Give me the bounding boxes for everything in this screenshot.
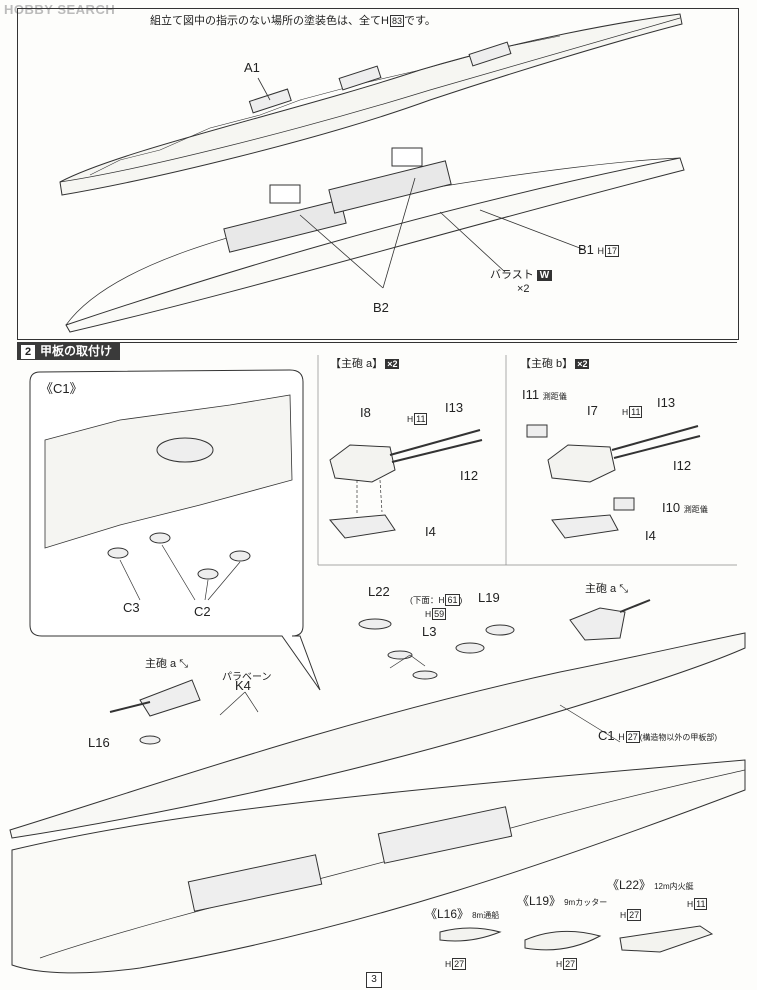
gun-arrow-icon: ⤡ [179,658,189,670]
boat-drawings [439,925,714,953]
step2-frame [17,342,737,983]
turret-b-drawing [526,424,701,539]
label-paravane: パラベーン [222,672,272,683]
hull-a1-drawing [59,13,683,196]
label-turret-a-i12: I12 [460,468,479,483]
gun-arrow-icon: ⤡ [619,583,629,595]
label-turret-a-i13: I13 [445,400,464,415]
label-i10: I10 測距儀 [662,500,708,515]
label-i8: I8 [360,405,371,420]
boat-l19-title: 《L19》 9mカッター [517,894,608,908]
step2-number: 2 [21,345,35,359]
step1-frame [17,8,739,340]
label-l22: L22 [368,584,390,599]
label-turret-b-i12: I12 [673,458,692,473]
page-number: 3 [366,972,382,988]
step2-header: 2 甲板の取付け [17,342,121,360]
hull-lower-drawing [11,759,746,974]
label-l16: L16 [88,735,110,750]
label-turret-b-i4: I4 [645,528,656,543]
turret-a-drawing [329,429,483,539]
label-ballast-qty: ×2 [517,283,530,295]
label-main-gun-a-top: 主砲 a ⤡ [585,583,629,595]
label-b2: B2 [373,300,389,315]
label-c2: C2 [194,604,211,619]
label-i11: I11 測距儀 [522,387,567,402]
inset-c1-title: 《C1》 [40,381,83,396]
boat-l22-title: 《L22》 12m内火艇 [607,878,694,892]
label-l19: L19 [478,590,500,605]
label-turret-a-i4: I4 [425,524,436,539]
turret-a-title: 【主砲 a】×2 [330,358,400,370]
turret-b-title: 【主砲 b】×2 [520,358,590,370]
label-turret-b-i13: I13 [657,395,676,410]
label-l3: L3 [422,624,437,639]
watermark: HOBBY SEARCH [4,2,116,17]
boat-l16-title: 《L16》 8m通船 [425,907,500,921]
label-a1: A1 [244,60,260,75]
label-k4: K4 [235,678,251,693]
label-main-gun-a-left: 主砲 a ⤡ [145,658,189,670]
step2-title: 甲板の取付け [40,344,113,358]
c1-inset-drawing [29,369,321,691]
label-i7: I7 [587,403,598,418]
label-c3: C3 [123,600,140,615]
hull-b1-drawing [65,77,685,333]
deck-c1-drawing [9,599,746,839]
weight-badge: W [536,270,553,281]
